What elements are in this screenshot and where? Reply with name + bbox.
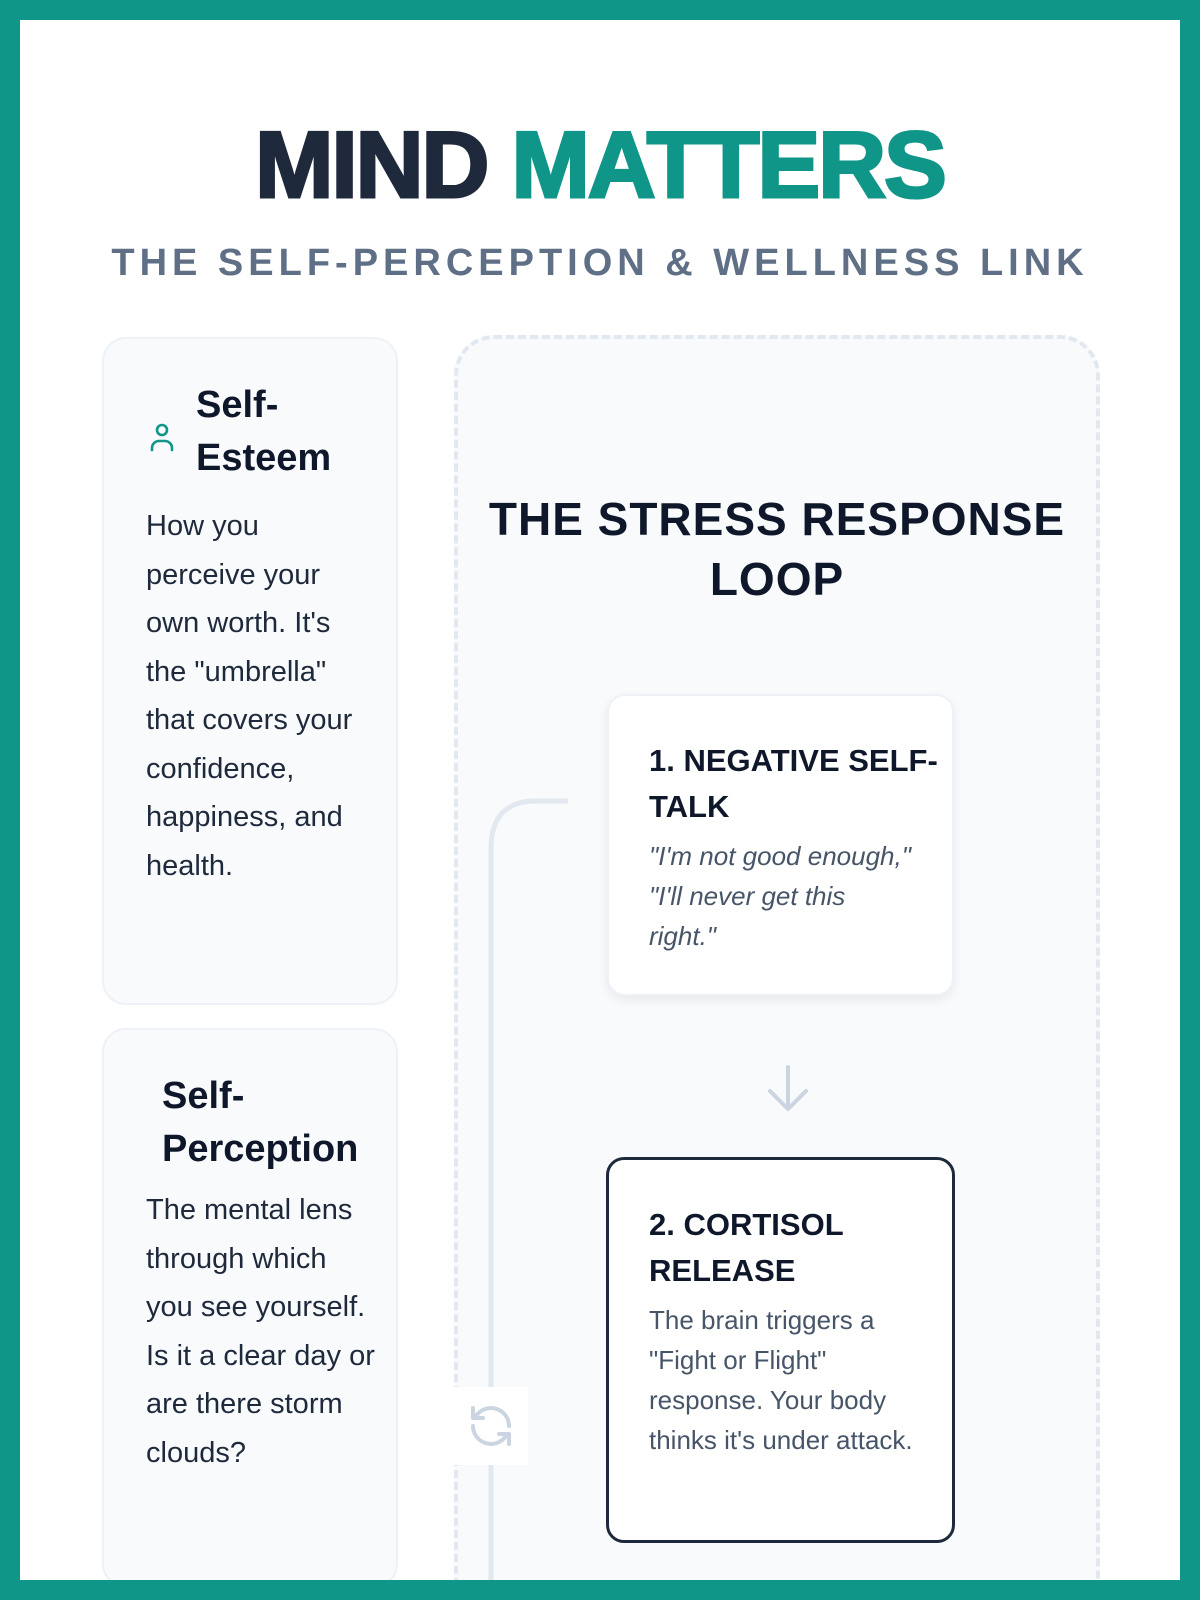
step-negative-self-talk: 1. NEGATIVE SELF-TALK "I'm not good enou… — [607, 694, 954, 996]
page-subtitle: THE SELF-PERCEPTION & WELLNESS LINK — [111, 242, 1089, 284]
loop-connector-line — [488, 798, 568, 1580]
step-title: 2. CORTISOL RELEASE — [649, 1207, 844, 1288]
title-part-mind: MIND — [254, 112, 491, 217]
self-esteem-card: Self-Esteem How you perceive your own wo… — [102, 337, 398, 1005]
page-title: MIND MATTERS — [20, 116, 1180, 213]
infographic-page: MIND MATTERS THE SELF-PERCEPTION & WELLN… — [20, 20, 1180, 1580]
person-icon — [150, 423, 174, 452]
refresh-icon — [471, 1406, 511, 1446]
step-body: The brain triggers a "Fight or Flight" r… — [649, 1305, 913, 1455]
arrow-down-icon — [768, 1065, 808, 1111]
step-body: "I'm not good enough," "I'll never get t… — [649, 841, 911, 951]
panel-title: THE STRESS RESPONSE LOOP — [488, 493, 1066, 605]
step-title: 1. NEGATIVE SELF-TALK — [649, 743, 938, 824]
refresh-icon-container — [454, 1387, 528, 1465]
card-title: Self-Perception — [162, 1075, 359, 1170]
card-body: The mental lens through which you see yo… — [146, 1194, 375, 1469]
stress-loop-panel: THE STRESS RESPONSE LOOP 1. NEGATIVE SEL… — [454, 335, 1100, 1580]
card-title: Self-Esteem — [196, 384, 332, 479]
card-body: How you perceive your own worth. It's th… — [146, 510, 353, 882]
title-part-matters: MATTERS — [510, 112, 948, 217]
self-perception-card: Self-Perception The mental lens through … — [102, 1028, 398, 1580]
step-cortisol-release: 2. CORTISOL RELEASE The brain triggers a… — [606, 1157, 955, 1543]
